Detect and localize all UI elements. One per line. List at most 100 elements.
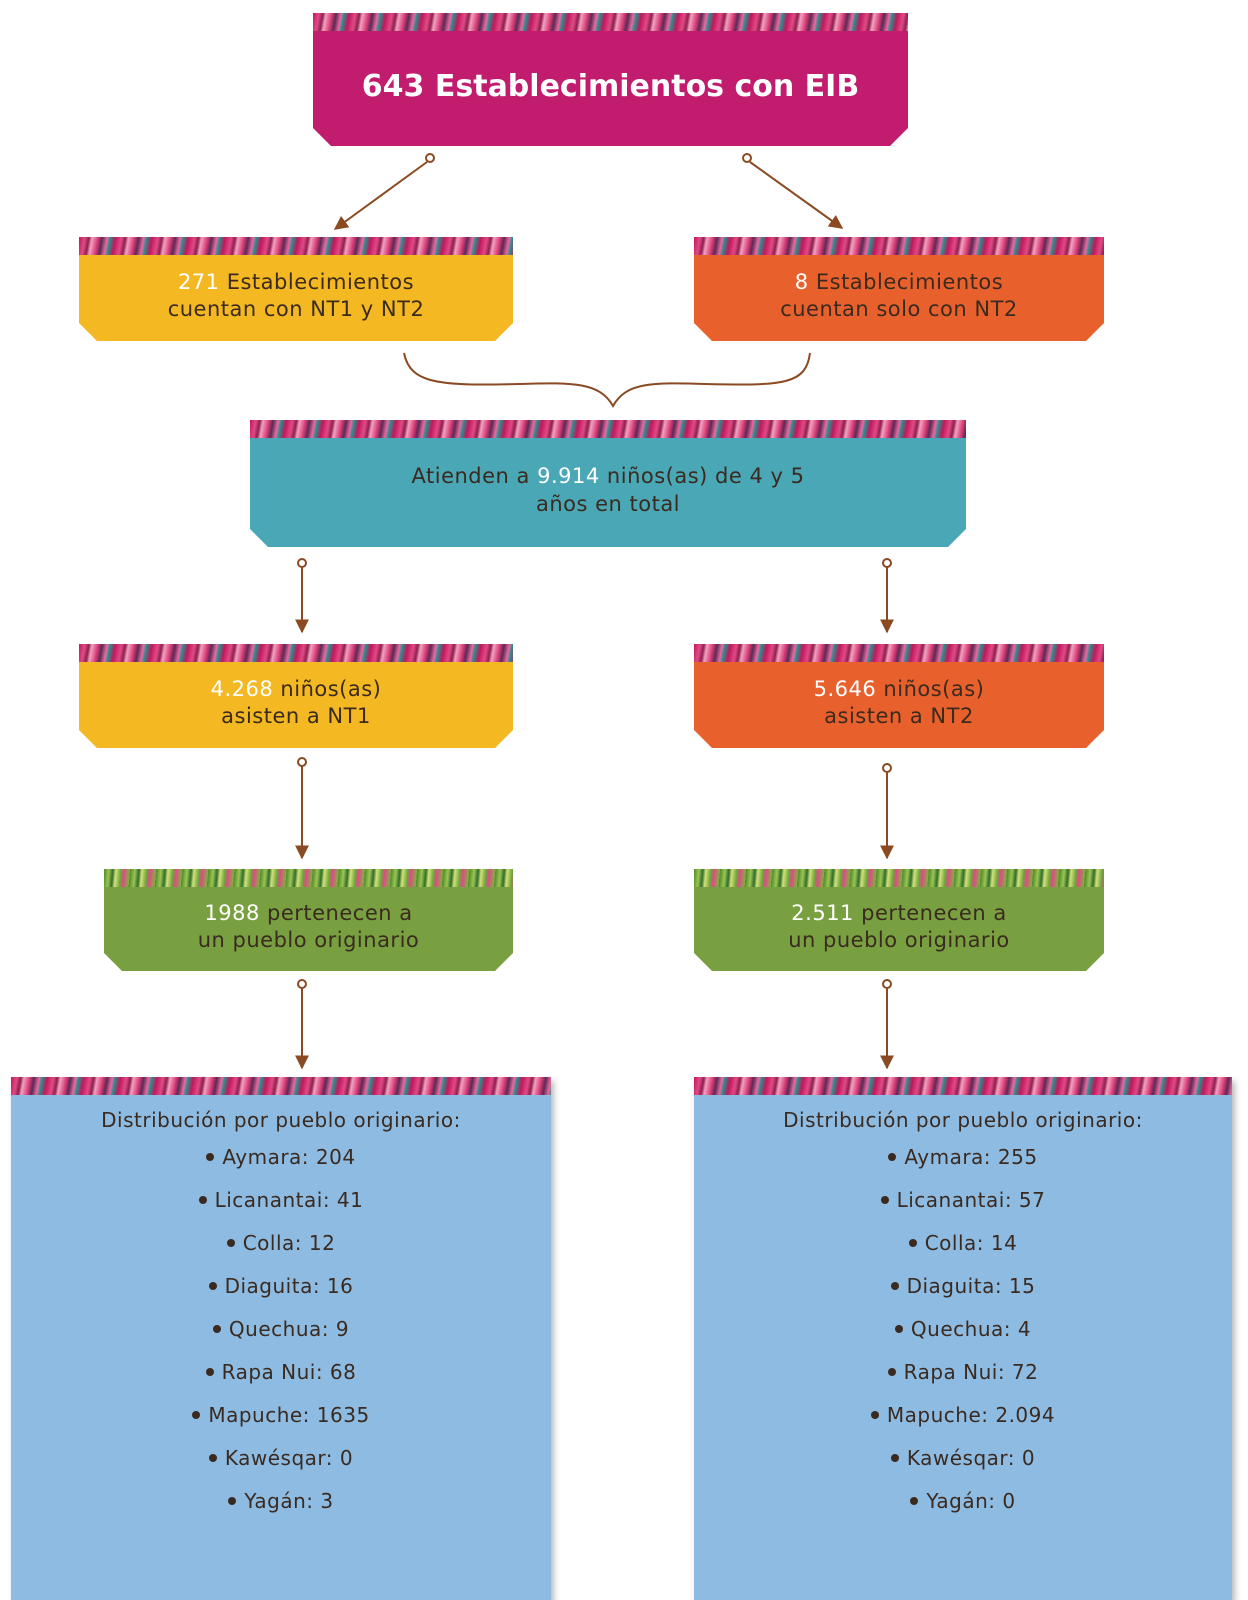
nt1-children-suffix: niños(as) [280, 676, 382, 701]
nt1-indigenous-suffix: pertenecen a [267, 900, 413, 925]
bullet-icon [205, 1367, 214, 1376]
distribution-item: Licanantai: 41 [101, 1190, 461, 1210]
bullet-icon [208, 1453, 217, 1462]
nt2-only-establishments-count: 8 [794, 269, 809, 294]
distribution-item: Aymara: 204 [101, 1147, 461, 1167]
arrow-top-to-left [333, 161, 428, 230]
nt1-children-line2: asisten a NT1 [221, 704, 371, 728]
distribution-item-text: Diaguita: 16 [224, 1274, 354, 1298]
distribution-item: Quechua: 4 [783, 1319, 1143, 1339]
nt2-only-establishments-line1: Establecimientos [815, 269, 1004, 294]
total-establishments-count: 643 [361, 69, 425, 104]
distribution-item-text: Colla: 12 [242, 1231, 336, 1255]
bullet-icon [880, 1195, 889, 1204]
connector-dot [882, 979, 892, 989]
distribution-item-text: Rapa Nui: 72 [903, 1360, 1039, 1384]
distribution-item-text: Yagán: 3 [244, 1489, 334, 1513]
nt1-indigenous-line2: un pueblo originario [197, 928, 420, 952]
distribution-item-text: Rapa Nui: 68 [221, 1360, 357, 1384]
total-children-box: Atienden a 9.914 niños(as) de 4 y 5 años… [250, 420, 966, 547]
nt2-children-line2: asisten a NT2 [824, 704, 974, 728]
nt2-only-establishments-line2: cuentan solo con NT2 [780, 297, 1018, 321]
distribution-item: Rapa Nui: 68 [101, 1362, 461, 1382]
distribution-item-text: Mapuche: 2.094 [886, 1403, 1056, 1427]
nt1-indigenous-box: 1988 pertenecen a un pueblo originario [104, 869, 513, 971]
distribution-item: Aymara: 255 [783, 1147, 1143, 1167]
nt1-indigenous-count: 1988 [204, 900, 260, 925]
total-establishments-text: 643 Establecimientos con EIB [362, 55, 859, 104]
nt1-nt2-establishments-box: 271 Establecimientos cuentan con NT1 y N… [79, 237, 513, 341]
connector-dot [882, 558, 892, 568]
connector-dot [297, 558, 307, 568]
distribution-item-text: Diaguita: 15 [906, 1274, 1036, 1298]
nt1-children-box: 4.268 niños(as) asisten a NT1 [79, 644, 513, 748]
nt2-indigenous-suffix: pertenecen a [861, 900, 1007, 925]
total-children-suffix: niños(as) de 4 y 5 [606, 464, 805, 489]
distribution-item: Yagán: 3 [101, 1491, 461, 1511]
bullet-icon [198, 1195, 207, 1204]
bullet-icon [908, 1238, 917, 1247]
nt2-children-suffix: niños(as) [883, 676, 985, 701]
nt1-nt2-establishments-line1: Establecimientos [226, 269, 415, 294]
connector-dot [297, 979, 307, 989]
nt1-children-count: 4.268 [210, 676, 274, 701]
bullet-icon [192, 1410, 201, 1419]
distribution-item-text: Colla: 14 [924, 1231, 1018, 1255]
distribution-item: Rapa Nui: 72 [783, 1362, 1143, 1382]
connector-dot [297, 757, 307, 767]
distribution-item: Diaguita: 16 [101, 1276, 461, 1296]
distribution-item: Diaguita: 15 [783, 1276, 1143, 1296]
total-children-line2: años en total [535, 491, 681, 516]
bullet-icon [890, 1453, 899, 1462]
nt2-children-count: 5.646 [813, 676, 877, 701]
nt1-distribution-title: Distribución por pueblo originario: [101, 1108, 461, 1132]
distribution-item: Kawésqar: 0 [783, 1448, 1143, 1468]
distribution-item-text: Yagán: 0 [926, 1489, 1016, 1513]
total-establishments-box: 643 Establecimientos con EIB [313, 13, 908, 146]
nt2-children-box: 5.646 niños(as) asisten a NT2 [694, 644, 1104, 748]
distribution-item-text: Quechua: 4 [910, 1317, 1032, 1341]
nt2-distribution-title: Distribución por pueblo originario: [783, 1108, 1143, 1132]
bullet-icon [206, 1152, 215, 1161]
nt1-nt2-establishments-line2: cuentan con NT1 y NT2 [167, 297, 425, 321]
distribution-item: Licanantai: 57 [783, 1190, 1143, 1210]
distribution-item-text: Quechua: 9 [228, 1317, 350, 1341]
bullet-icon [226, 1238, 235, 1247]
bullet-icon [888, 1152, 897, 1161]
distribution-item: Kawésqar: 0 [101, 1448, 461, 1468]
bullet-icon [212, 1324, 221, 1333]
bullet-icon [228, 1496, 237, 1505]
nt2-indigenous-count: 2.511 [791, 900, 854, 925]
bullet-icon [208, 1281, 217, 1290]
bullet-icon [894, 1324, 903, 1333]
distribution-item-text: Aymara: 255 [904, 1145, 1038, 1169]
brace [403, 352, 811, 409]
distribution-item: Yagán: 0 [783, 1491, 1143, 1511]
nt2-indigenous-box: 2.511 pertenecen a un pueblo originario [694, 869, 1104, 971]
nt1-nt2-establishments-count: 271 [177, 269, 220, 294]
bullet-icon [910, 1496, 919, 1505]
total-establishments-label: Establecimientos con EIB [434, 69, 860, 104]
distribution-item-text: Licanantai: 41 [214, 1188, 364, 1212]
total-children-count: 9.914 [537, 464, 600, 489]
bullet-icon [870, 1410, 879, 1419]
connector-dot [742, 153, 752, 163]
distribution-item: Colla: 12 [101, 1233, 461, 1253]
nt1-distribution-box: Distribución por pueblo originario: Ayma… [11, 1077, 551, 1600]
arrow-top-to-right [749, 161, 844, 229]
distribution-item: Mapuche: 2.094 [783, 1405, 1143, 1425]
distribution-item-text: Kawésqar: 0 [906, 1446, 1036, 1470]
distribution-item-text: Aymara: 204 [222, 1145, 356, 1169]
nt2-only-establishments-box: 8 Establecimientos cuentan solo con NT2 [694, 237, 1104, 341]
bullet-icon [890, 1281, 899, 1290]
distribution-item-text: Mapuche: 1635 [208, 1403, 370, 1427]
total-children-prefix: Atienden a [411, 464, 530, 489]
nt2-distribution-box: Distribución por pueblo originario: Ayma… [694, 1077, 1232, 1600]
distribution-item: Quechua: 9 [101, 1319, 461, 1339]
connector-dot [425, 153, 435, 163]
distribution-item-text: Licanantai: 57 [896, 1188, 1046, 1212]
bullet-icon [887, 1367, 896, 1376]
distribution-item-text: Kawésqar: 0 [224, 1446, 354, 1470]
